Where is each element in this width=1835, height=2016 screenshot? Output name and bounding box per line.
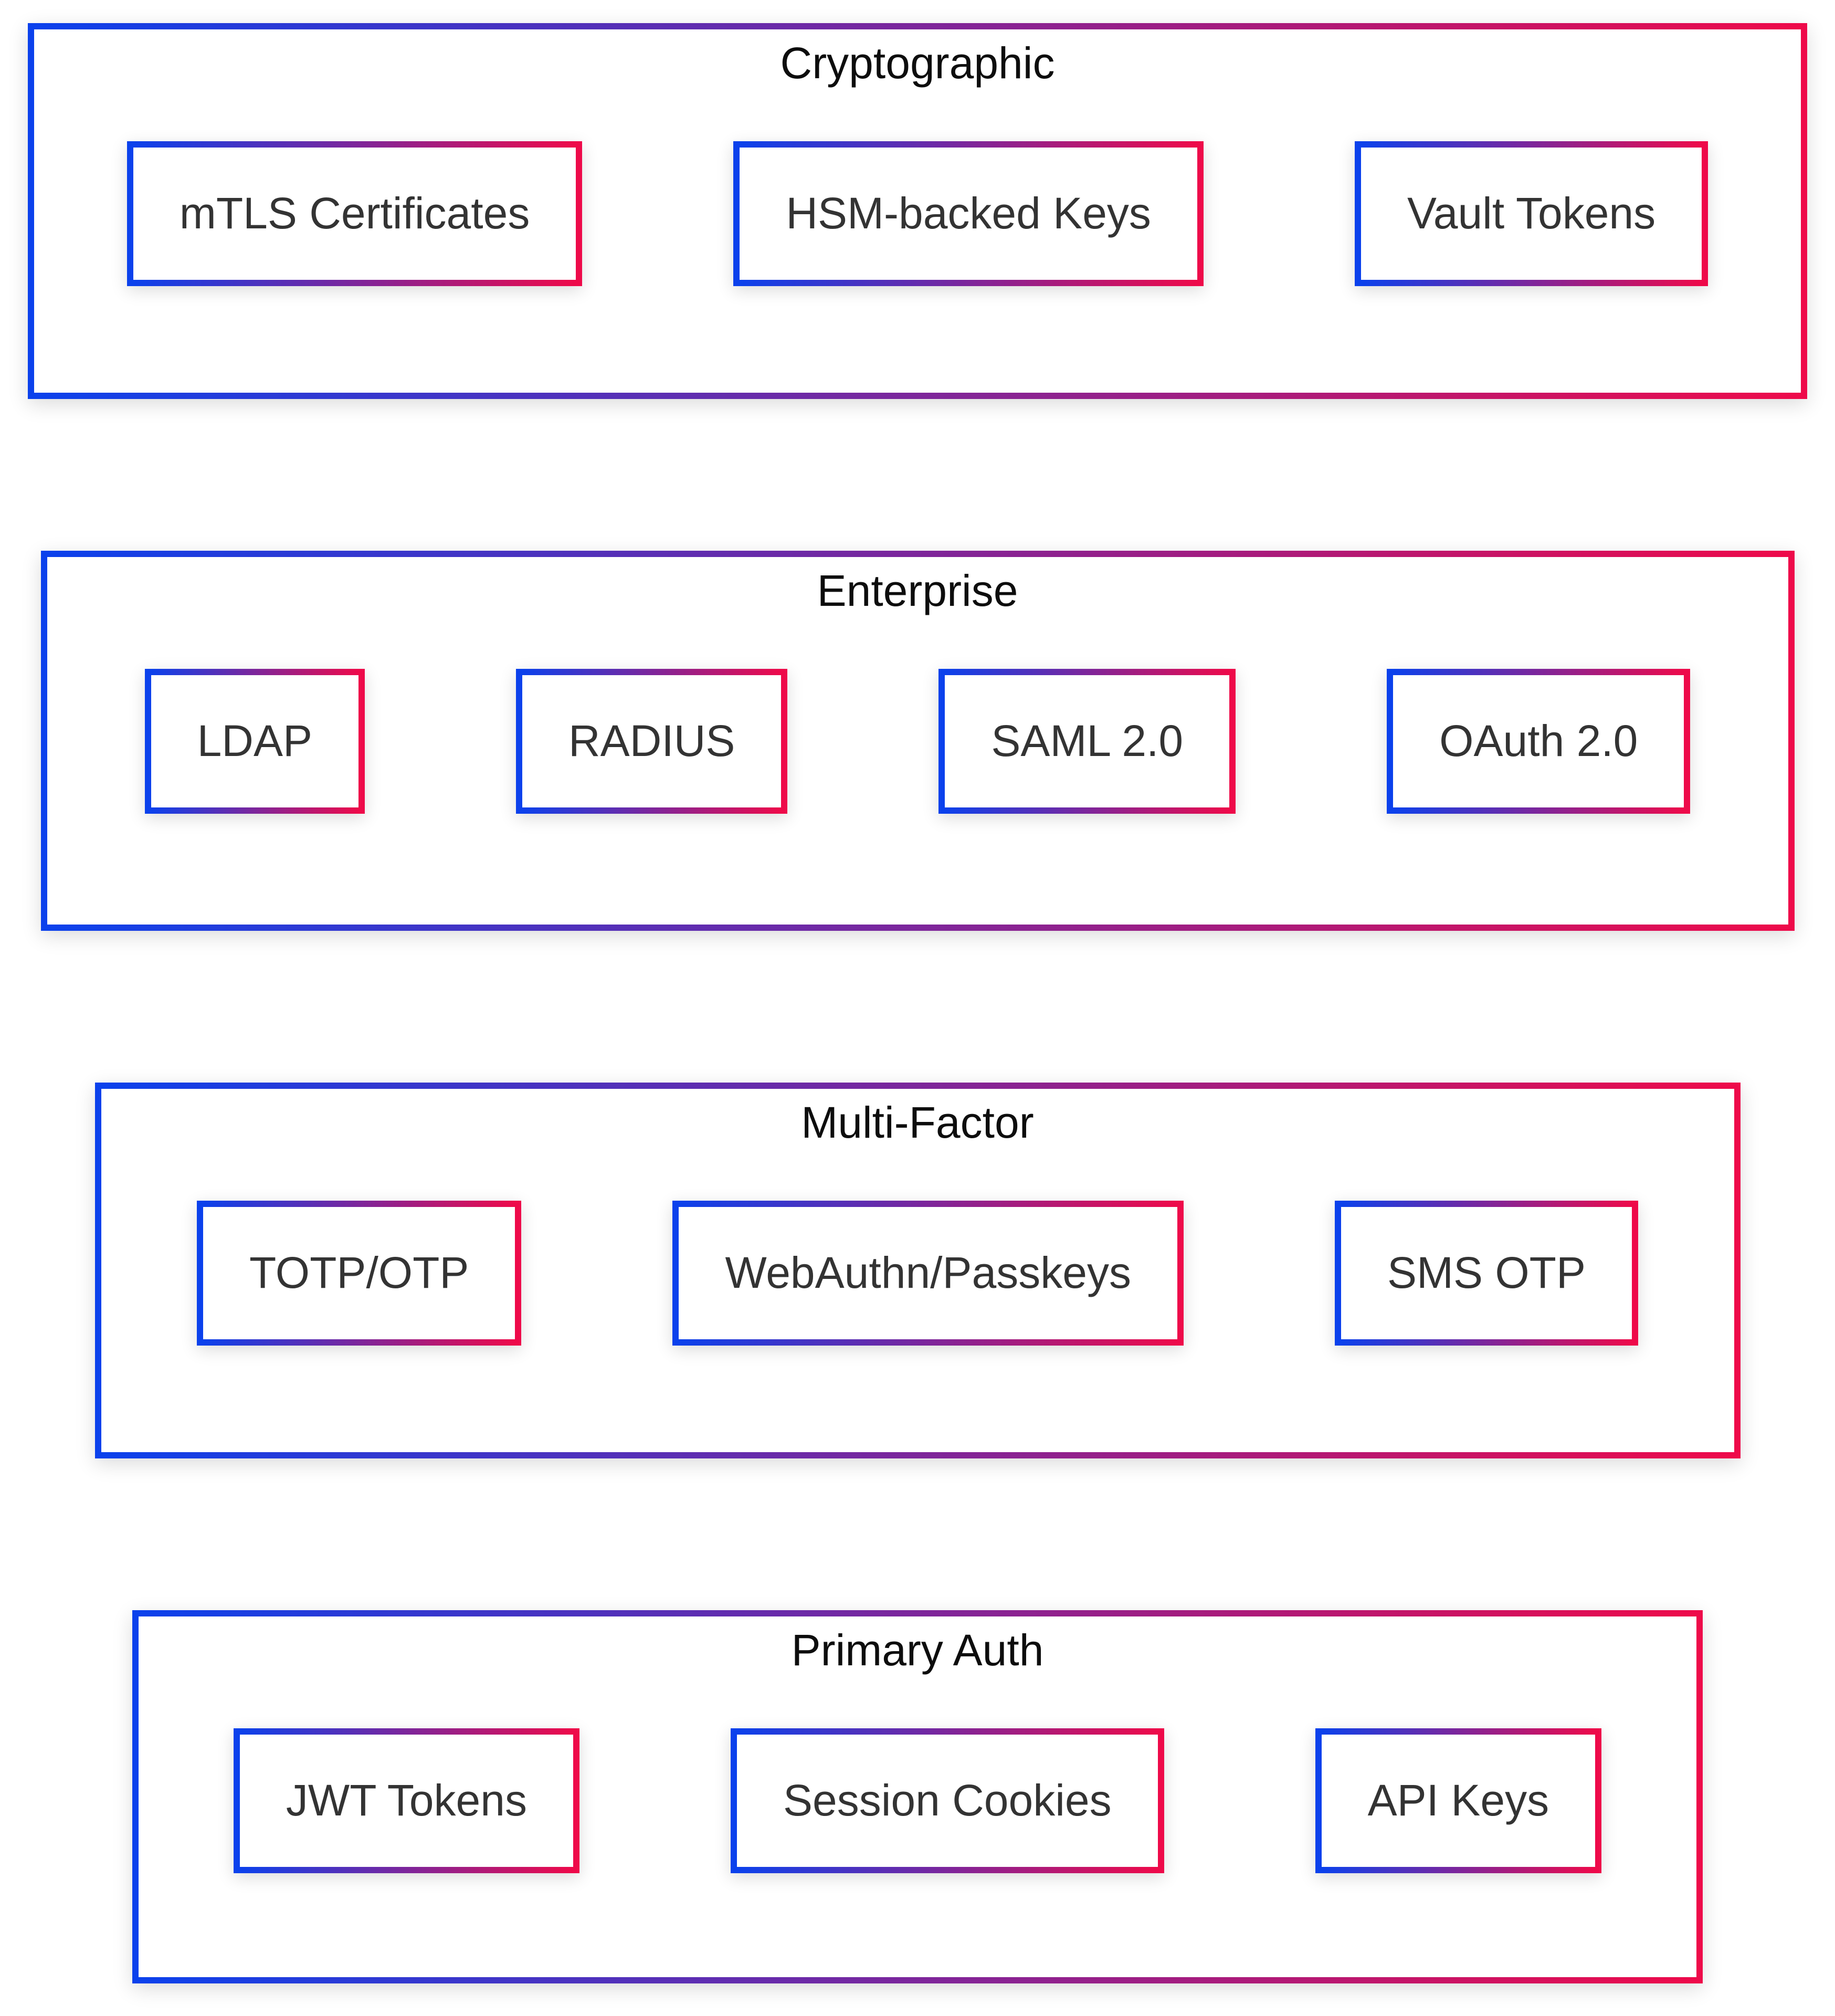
node-jwt-tokens: JWT Tokens bbox=[233, 1728, 579, 1873]
node-radius: RADIUS bbox=[516, 668, 788, 814]
section-row-enterprise: LDAP RADIUS SAML 2.0 OAuth 2.0 bbox=[47, 668, 1788, 814]
node-session-cookies: Session Cookies bbox=[730, 1728, 1164, 1873]
section-title-multi-factor: Multi-Factor bbox=[801, 1098, 1034, 1147]
section-primary-auth: Primary Auth JWT Tokens Session Cookies … bbox=[132, 1610, 1703, 1983]
section-row-cryptographic: mTLS Certificates HSM-backed Keys Vault … bbox=[34, 141, 1801, 286]
node-mtls-certificates: mTLS Certificates bbox=[126, 141, 583, 286]
section-row-primary-auth: JWT Tokens Session Cookies API Keys bbox=[139, 1728, 1696, 1873]
section-title-primary-auth: Primary Auth bbox=[791, 1625, 1044, 1675]
section-row-multi-factor: TOTP/OTP WebAuthn/Passkeys SMS OTP bbox=[101, 1200, 1734, 1346]
node-oauth-2-0: OAuth 2.0 bbox=[1387, 668, 1691, 814]
section-title-cryptographic: Cryptographic bbox=[780, 38, 1055, 88]
node-webauthn-passkeys: WebAuthn/Passkeys bbox=[672, 1200, 1184, 1346]
section-cryptographic: Cryptographic mTLS Certificates HSM-back… bbox=[28, 23, 1807, 399]
node-saml-2-0: SAML 2.0 bbox=[938, 668, 1236, 814]
node-hsm-backed-keys: HSM-backed Keys bbox=[733, 141, 1204, 286]
section-multi-factor: Multi-Factor TOTP/OTP WebAuthn/Passkeys … bbox=[94, 1083, 1741, 1458]
node-sms-otp: SMS OTP bbox=[1334, 1200, 1639, 1346]
section-title-enterprise: Enterprise bbox=[817, 566, 1018, 615]
section-enterprise: Enterprise LDAP RADIUS SAML 2.0 OAuth 2.… bbox=[40, 551, 1795, 931]
node-totp-otp: TOTP/OTP bbox=[196, 1200, 522, 1346]
node-vault-tokens: Vault Tokens bbox=[1354, 141, 1709, 286]
node-ldap: LDAP bbox=[144, 668, 365, 814]
node-api-keys: API Keys bbox=[1315, 1728, 1602, 1873]
